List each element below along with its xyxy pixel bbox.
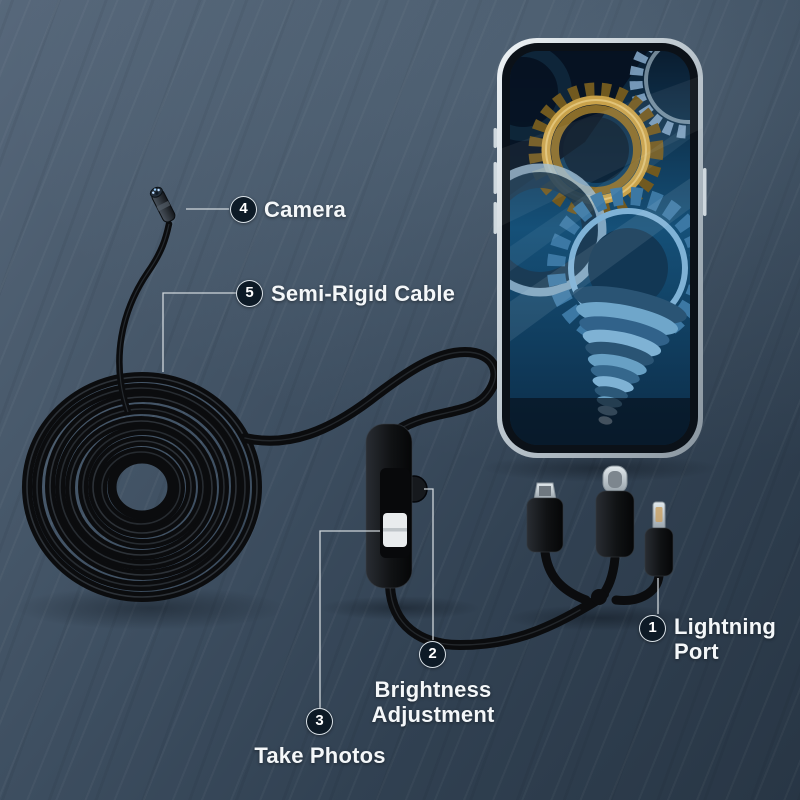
camera-probe xyxy=(116,186,176,416)
smartphone xyxy=(493,38,707,458)
callout-label-lightning: Lightning Port xyxy=(674,614,776,664)
callout-label-semi-rigid: Semi-Rigid Cable xyxy=(271,281,456,306)
callout-lines xyxy=(162,208,659,708)
control-unit xyxy=(365,423,428,589)
callout-badge-brightness: 2 xyxy=(419,641,446,668)
callout-badge-semi-rigid: 5 xyxy=(236,280,263,307)
usb-connectors xyxy=(526,465,674,577)
callout-label-camera: Camera xyxy=(264,197,346,222)
micro-usb-connector xyxy=(526,482,564,553)
connector-cables xyxy=(540,547,664,605)
phone-screen-image xyxy=(510,51,690,445)
phone-volume-up-button xyxy=(493,162,497,194)
leader-semi-rigid xyxy=(162,292,236,372)
camera-head xyxy=(149,186,176,223)
callout-label-brightness: Brightness Adjustment xyxy=(371,677,495,727)
callout-badge-take-photos: 3 xyxy=(306,708,333,735)
cable-coil xyxy=(22,372,262,602)
leader-take-photos xyxy=(319,530,380,708)
lightning-connector xyxy=(644,501,674,577)
main-cable xyxy=(240,347,609,650)
phone-volume-down-button xyxy=(493,202,497,234)
callout-label-take-photos: Take Photos xyxy=(254,743,386,768)
callout-badge-camera: 4 xyxy=(230,196,257,223)
phone-mute-switch xyxy=(493,128,497,148)
phone-power-button xyxy=(703,168,707,216)
usb-c-connector xyxy=(595,465,635,558)
callout-badge-lightning: 1 xyxy=(639,615,666,642)
leader-brightness xyxy=(424,488,434,640)
